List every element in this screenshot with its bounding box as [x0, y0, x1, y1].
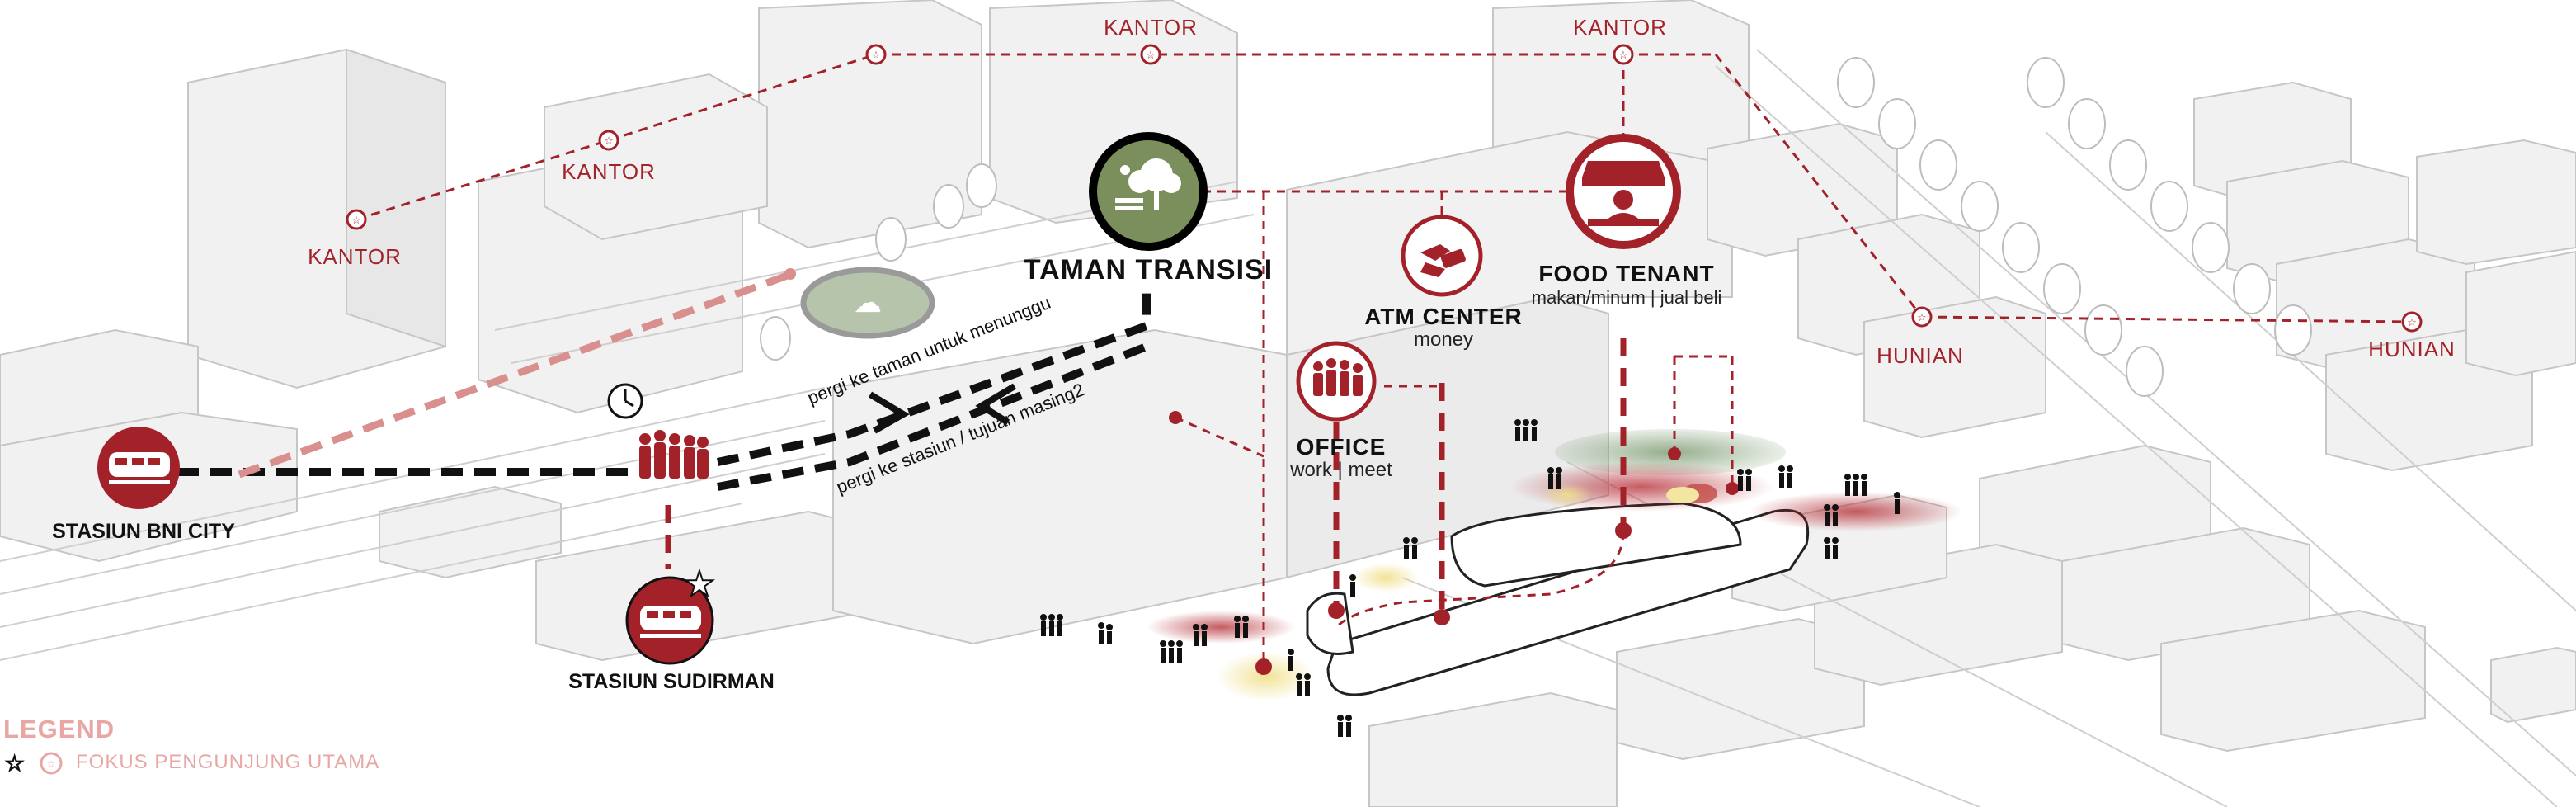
crowd-figures	[1040, 419, 1900, 737]
target-circle-icon	[2401, 311, 2423, 333]
legend-icons: ☆ ☆	[4, 751, 63, 777]
legend-title: LEGEND	[3, 715, 115, 743]
star-icon: ☆	[5, 752, 24, 776]
atm-center-label: ATM CENTER	[1364, 304, 1523, 329]
taman-transisi-node	[1089, 132, 1208, 251]
target-circle-icon	[346, 209, 367, 230]
kantor-label-1: KANTOR	[308, 244, 402, 269]
svg-text:☆: ☆	[871, 50, 881, 62]
svg-text:☆: ☆	[2407, 317, 2417, 329]
secondary-route-dot	[784, 268, 796, 280]
target-circle-icon	[1613, 44, 1634, 65]
food-stall-icon	[1582, 161, 1665, 226]
target-circle-icon	[1911, 306, 1933, 328]
svg-text:☆: ☆	[1146, 50, 1156, 62]
central-platform	[1306, 502, 1810, 696]
route-arrows	[868, 383, 1017, 434]
food-tenant-node	[1566, 134, 1681, 249]
svg-text:☆: ☆	[1917, 312, 1927, 324]
clock-icon	[607, 383, 643, 419]
stasiun-sudirman-node: ★	[625, 563, 716, 665]
office-label: OFFICE	[1296, 434, 1387, 460]
svg-text:☆: ☆	[1618, 50, 1628, 62]
atm-center-sub: money	[1413, 328, 1474, 351]
secondary-park-marker: ☁	[800, 267, 935, 339]
stasiun-sudirman-label: STASIUN SUDIRMAN	[568, 670, 775, 693]
tenant-loop-line	[1335, 531, 1625, 629]
red-points	[1169, 411, 1739, 675]
atm-hand-icon	[1420, 244, 1466, 277]
taman-transisi-label: TAMAN TRANSISI	[1023, 254, 1274, 286]
target-circle-icon	[865, 44, 887, 65]
svg-text:☆: ☆	[351, 215, 361, 227]
tree-bench-icon	[1115, 158, 1181, 210]
stasiun-bni-label: STASIUN BNI CITY	[52, 520, 235, 543]
target-circle-icon	[1140, 44, 1161, 65]
target-circle-icon	[598, 130, 619, 151]
svg-text:☆: ☆	[604, 135, 614, 148]
food-tenant-sub: makan/minum | jual beli	[1531, 287, 1722, 308]
node-connectors	[1175, 190, 1734, 667]
svg-text:☆: ☆	[47, 758, 56, 770]
kantor-label-4: KANTOR	[1573, 15, 1667, 40]
kantor-label-2: KANTOR	[562, 159, 656, 184]
node-thick-connectors	[665, 338, 1627, 616]
train-icon	[109, 452, 170, 484]
office-sub: work | meet	[1290, 459, 1392, 481]
train-icon	[640, 606, 701, 638]
kantor-label-3: KANTOR	[1104, 15, 1198, 40]
legend-item-main-focus: FOKUS PENGUNJUNG UTAMA	[76, 751, 380, 773]
target-circle-icon	[40, 752, 63, 775]
svg-text:☁: ☁	[854, 286, 882, 319]
office-people-icon	[1313, 358, 1363, 396]
kantor-network-lines	[356, 53, 2413, 323]
atm-center-node	[1401, 215, 1483, 297]
star-icon: ★	[684, 564, 715, 604]
hunian-label-2: HUNIAN	[2368, 337, 2456, 361]
hunian-label-1: HUNIAN	[1877, 343, 1964, 368]
kantor-marker-stars: ☆ ☆ ☆ ☆ ☆ ☆ ☆	[351, 50, 2417, 329]
kantor-markers	[346, 44, 2423, 333]
people-icon	[639, 430, 709, 479]
stasiun-bni-node	[97, 427, 180, 509]
food-tenant-label: FOOD TENANT	[1538, 261, 1715, 286]
office-node	[1296, 341, 1377, 422]
